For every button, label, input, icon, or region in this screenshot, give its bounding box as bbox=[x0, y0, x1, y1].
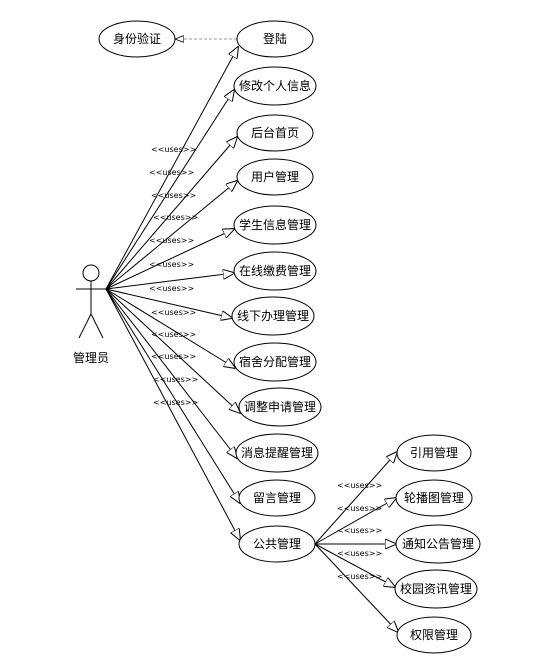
uses-label-dorm-assign: <<uses>> bbox=[151, 308, 196, 317]
uses-label-carousel: <<uses>> bbox=[337, 504, 382, 513]
uses-line-message-board bbox=[105, 288, 240, 503]
uses-line-permission bbox=[314, 543, 398, 632]
uses-label-change-info: <<uses>> bbox=[149, 168, 194, 177]
use-case-quote: 引用管理 bbox=[396, 434, 472, 472]
uses-line-change-info bbox=[105, 90, 234, 290]
use-case-public-mgmt: 公共管理 bbox=[238, 525, 316, 563]
use-case-label: 公共管理 bbox=[253, 536, 301, 551]
use-case-auth-label: 身份验证 bbox=[113, 31, 161, 46]
use-case-message-board: 留言管理 bbox=[238, 479, 316, 517]
use-case-carousel: 轮播图管理 bbox=[395, 479, 473, 517]
use-case-online-pay: 在线缴费管理 bbox=[233, 251, 317, 291]
actor-head bbox=[82, 264, 100, 282]
actor-name: 管理员 bbox=[73, 350, 109, 365]
use-case-label: 留言管理 bbox=[253, 490, 301, 505]
use-case-label: 消息提醒管理 bbox=[241, 445, 313, 460]
use-case-notice: 通知公告管理 bbox=[395, 524, 481, 564]
use-case-login: 登陆 bbox=[236, 20, 314, 58]
uses-line-admin-home bbox=[105, 137, 237, 290]
actor-right-leg bbox=[90, 313, 104, 339]
use-case-label: 线下办理管理 bbox=[237, 308, 309, 323]
uses-label-quote: <<uses>> bbox=[337, 481, 382, 490]
use-case-label: 通知公告管理 bbox=[402, 536, 474, 551]
uses-line-online-pay bbox=[105, 273, 234, 290]
uses-line-carousel bbox=[314, 498, 396, 545]
use-case-auth: 身份验证 bbox=[98, 20, 176, 58]
use-case-campus-news: 校园资讯管理 bbox=[394, 569, 478, 609]
uses-label-online-pay: <<uses>> bbox=[149, 260, 194, 269]
use-case-label: 引用管理 bbox=[410, 445, 458, 460]
use-case-label: 校园资讯管理 bbox=[400, 581, 472, 596]
actor-left-leg bbox=[78, 313, 92, 339]
uses-label-login: <<uses>> bbox=[151, 145, 196, 154]
uses-line-public-mgmt bbox=[105, 288, 240, 540]
uses-line-adjust-apply bbox=[105, 288, 240, 413]
uses-line-msg-remind bbox=[105, 288, 237, 458]
uses-line-campus-news bbox=[314, 543, 395, 587]
use-case-permission: 权限管理 bbox=[396, 616, 472, 654]
use-case-dorm-assign: 宿舍分配管理 bbox=[233, 342, 317, 382]
use-case-label: 调整申请管理 bbox=[244, 399, 316, 414]
use-case-offline-handle: 线下办理管理 bbox=[231, 296, 315, 336]
use-case-label: 后台首页 bbox=[251, 125, 299, 140]
uses-label-campus-news: <<uses>> bbox=[337, 549, 382, 558]
association-lines bbox=[105, 39, 398, 632]
uses-label-msg-remind: <<uses>> bbox=[151, 352, 196, 361]
uses-label-student-info: <<uses>> bbox=[149, 236, 194, 245]
uses-label-permission: <<uses>> bbox=[337, 572, 382, 581]
use-case-label: 修改个人信息 bbox=[239, 78, 311, 93]
use-case-label: 轮播图管理 bbox=[404, 490, 464, 505]
use-case-change-info: 修改个人信息 bbox=[233, 66, 317, 106]
uses-labels: <<uses>> <<uses>> <<uses>> <<uses>> <<uses>>… bbox=[149, 145, 382, 581]
use-case-admin-home: 后台首页 bbox=[236, 114, 314, 152]
uses-label-user-mgmt: <<uses>> bbox=[153, 213, 198, 222]
use-case-label: 在线缴费管理 bbox=[239, 263, 311, 278]
use-case-label: 权限管理 bbox=[410, 627, 458, 642]
uses-line-user-mgmt bbox=[105, 181, 237, 290]
uses-line-quote bbox=[314, 452, 397, 545]
use-case-adjust-apply: 调整申请管理 bbox=[238, 387, 322, 427]
uses-line-offline-handle bbox=[105, 288, 232, 318]
use-case-label: 宿舍分配管理 bbox=[239, 354, 311, 369]
actor: 管理员 bbox=[73, 264, 109, 365]
uses-label-adjust-apply: <<uses>> bbox=[151, 330, 196, 339]
uses-line-login bbox=[105, 47, 238, 290]
uses-label-notice: <<uses>> bbox=[337, 526, 382, 535]
uses-line-student-info bbox=[105, 229, 234, 290]
uses-label-offline-handle: <<uses>> bbox=[149, 284, 194, 293]
use-case-user-mgmt: 用户管理 bbox=[236, 158, 314, 196]
use-case-msg-remind: 消息提醒管理 bbox=[235, 433, 319, 473]
use-case-student-info: 学生信息管理 bbox=[233, 205, 317, 245]
use-case-label: 登陆 bbox=[263, 31, 287, 46]
uses-line-dorm-assign bbox=[105, 288, 235, 368]
use-case-label: 用户管理 bbox=[251, 169, 299, 184]
uses-label-message-board: <<uses>> bbox=[153, 375, 198, 384]
use-case-label: 学生信息管理 bbox=[239, 217, 311, 232]
uses-label-public-mgmt: <<uses>> bbox=[153, 398, 198, 407]
uses-label-admin-home: <<uses>> bbox=[151, 191, 196, 200]
